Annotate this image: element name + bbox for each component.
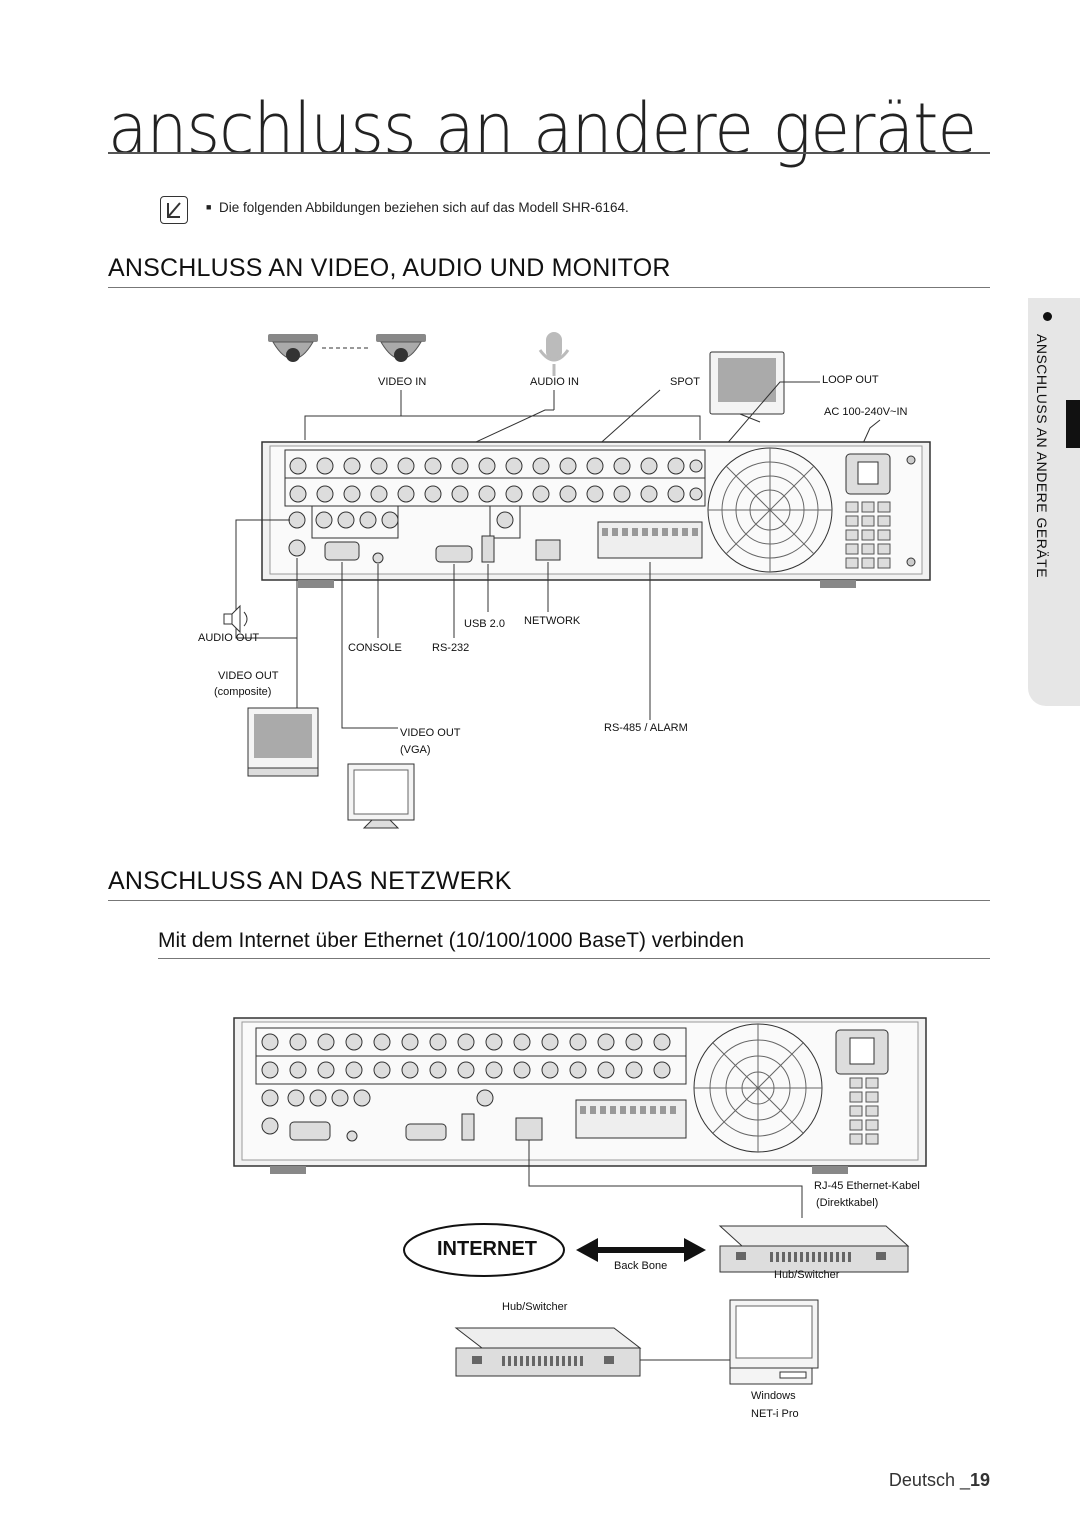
label-network: NETWORK xyxy=(524,615,581,627)
page-number: 19 xyxy=(969,1470,990,1490)
section-heading-network: ANSCHLUSS AN DAS NETZWERK xyxy=(108,867,512,895)
note-icon xyxy=(160,196,188,224)
label-rs485-alarm: RS-485 / ALARM xyxy=(604,722,688,734)
label-direct-cable: (Direktkabel) xyxy=(816,1197,879,1209)
microphone-icon xyxy=(538,332,570,376)
label-usb: USB 2.0 xyxy=(464,618,505,630)
page-footer: Deutsch _19 xyxy=(889,1470,990,1491)
connection-diagram-video-audio xyxy=(223,332,931,829)
label-video-out-composite: VIDEO OUT xyxy=(218,670,279,682)
chapter-side-tab: ANSCHLUSS AN ANDERE GERÄTE xyxy=(1028,298,1080,706)
side-tab-label: ANSCHLUSS AN ANDERE GERÄTE xyxy=(1034,334,1050,579)
side-tab-marker xyxy=(1066,400,1080,448)
label-net-i-pro: NET-i Pro xyxy=(751,1408,799,1420)
label-spot: SPOT xyxy=(670,376,700,388)
pc-monitor-icon xyxy=(729,1299,819,1385)
bullet-icon xyxy=(1043,312,1052,321)
footer-language: Deutsch _ xyxy=(888,1470,970,1490)
label-backbone: Back Bone xyxy=(614,1260,668,1272)
label-vga: (VGA) xyxy=(400,744,431,756)
section-rule xyxy=(108,900,990,901)
label-audio-in: AUDIO IN xyxy=(530,376,579,388)
internet-cloud xyxy=(403,1223,565,1277)
section-heading-video-audio: ANSCHLUSS AN VIDEO, AUDIO UND MONITOR xyxy=(108,254,671,282)
label-video-in: VIDEO IN xyxy=(378,376,427,388)
label-video-out-vga: VIDEO OUT xyxy=(400,727,461,739)
composite-monitor-icon xyxy=(247,707,319,777)
label-console: CONSOLE xyxy=(348,642,402,654)
label-loop-out: LOOP OUT xyxy=(822,374,879,386)
section-subheading-ethernet: Mit dem Internet über Ethernet (10/100/1… xyxy=(158,929,745,952)
label-composite: (composite) xyxy=(214,686,272,698)
label-ac-power: AC 100-240V~IN xyxy=(824,406,908,418)
label-internet: INTERNET xyxy=(437,1238,537,1260)
spot-monitor-icon xyxy=(709,351,785,423)
note-text: ■ Die folgenden Abbildungen beziehen sic… xyxy=(206,200,629,215)
section-rule xyxy=(108,287,990,288)
vga-monitor-icon xyxy=(347,763,415,829)
connection-diagram-network xyxy=(233,1017,927,1385)
dome-camera-icon xyxy=(268,334,318,362)
hub-switch-icon xyxy=(718,1225,910,1273)
label-hub-switch-left: Hub/Switcher xyxy=(502,1301,568,1313)
speaker-icon xyxy=(223,604,248,634)
subsection-rule xyxy=(158,958,990,959)
label-audio-out: AUDIO OUT xyxy=(198,632,260,644)
dome-camera-icon xyxy=(376,334,426,362)
title-rule xyxy=(108,152,990,154)
label-hub-switch-right: Hub/Switcher xyxy=(774,1269,840,1281)
dvr-rear-panel xyxy=(261,441,931,588)
double-arrow-icon xyxy=(576,1238,706,1262)
page-title: anschluss an andere geräte xyxy=(108,88,977,170)
label-rs232: RS-232 xyxy=(432,642,470,654)
label-rj45-cable: RJ-45 Ethernet-Kabel xyxy=(814,1180,920,1192)
hub-switch-icon xyxy=(454,1327,642,1377)
label-windows: Windows xyxy=(751,1390,796,1402)
dvr-rear-panel xyxy=(233,1017,927,1174)
